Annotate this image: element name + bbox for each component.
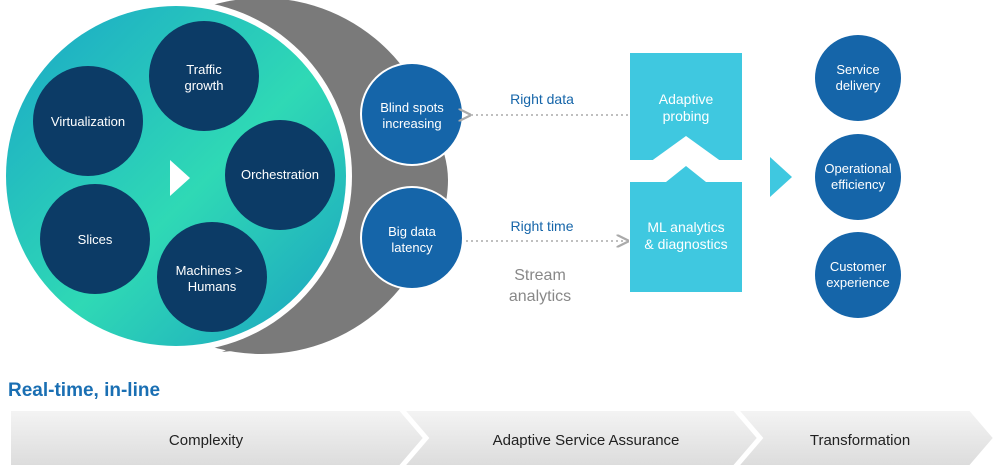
challenge-traffic-growth-label-1: Traffic <box>186 62 222 77</box>
challenge-virtualization: Virtualization <box>33 66 143 176</box>
right-data-label: Right data <box>510 91 574 107</box>
challenge-machines-label-2: Humans <box>188 279 237 294</box>
customer-experience-label-1: Customer <box>830 259 887 274</box>
challenge-slices: Slices <box>40 184 150 294</box>
outcome-customer-experience: Customer experience <box>815 232 901 318</box>
outcome-service-delivery: Service delivery <box>815 35 901 121</box>
outcome-operational-efficiency: Operational efficiency <box>815 134 901 220</box>
operational-efficiency-label-2: efficiency <box>831 177 885 192</box>
challenge-machines-humans: Machines > Humans <box>157 222 267 332</box>
customer-experience-label-2: experience <box>826 275 890 290</box>
problem-blind-spots-label-2: increasing <box>382 116 441 131</box>
ml-analytics-label-1: ML analytics <box>647 219 724 235</box>
problem-latency-label-2: latency <box>391 240 433 255</box>
phase-transformation-label: Transformation <box>810 432 910 449</box>
play-triangle-icon <box>170 160 190 196</box>
service-delivery-label-2: delivery <box>836 78 881 93</box>
problem-latency-label-1: Big data <box>388 224 436 239</box>
challenge-traffic-growth: Traffic growth <box>149 21 259 131</box>
problem-big-data-latency: Big data latency <box>360 186 464 290</box>
phase-complexity-label: Complexity <box>169 432 244 449</box>
phase-transformation-chevron <box>735 409 996 465</box>
stream-analytics-label-1: Stream <box>514 267 566 284</box>
operational-efficiency-label-1: Operational <box>824 161 891 176</box>
adaptive-probing-label-2: probing <box>663 108 710 124</box>
challenge-traffic-growth-label-2: growth <box>184 78 223 93</box>
ml-analytics-box <box>630 166 742 292</box>
challenge-orchestration-label: Orchestration <box>241 167 319 182</box>
phase-complexity-chevron <box>9 409 426 465</box>
challenge-machines-label-1: Machines > <box>176 263 243 278</box>
phase-assurance-chevron <box>401 409 760 465</box>
right-time-label: Right time <box>510 218 573 234</box>
section-title: Real-time, in-line <box>8 380 161 401</box>
stream-analytics-label-2: analytics <box>509 288 571 305</box>
ml-analytics-label-2: & diagnostics <box>644 236 727 252</box>
problem-blind-spots-label-1: Blind spots <box>380 100 444 115</box>
outcomes-arrow-icon <box>770 157 792 197</box>
challenge-slices-label: Slices <box>78 232 113 247</box>
problem-blind-spots: Blind spots increasing <box>360 62 464 166</box>
challenge-virtualization-label: Virtualization <box>51 114 125 129</box>
service-delivery-label-1: Service <box>836 62 879 77</box>
adaptive-probing-label-1: Adaptive <box>659 91 714 107</box>
challenge-orchestration: Orchestration <box>225 120 335 230</box>
phase-assurance-label: Adaptive Service Assurance <box>493 432 680 449</box>
probing-notch <box>650 136 722 162</box>
